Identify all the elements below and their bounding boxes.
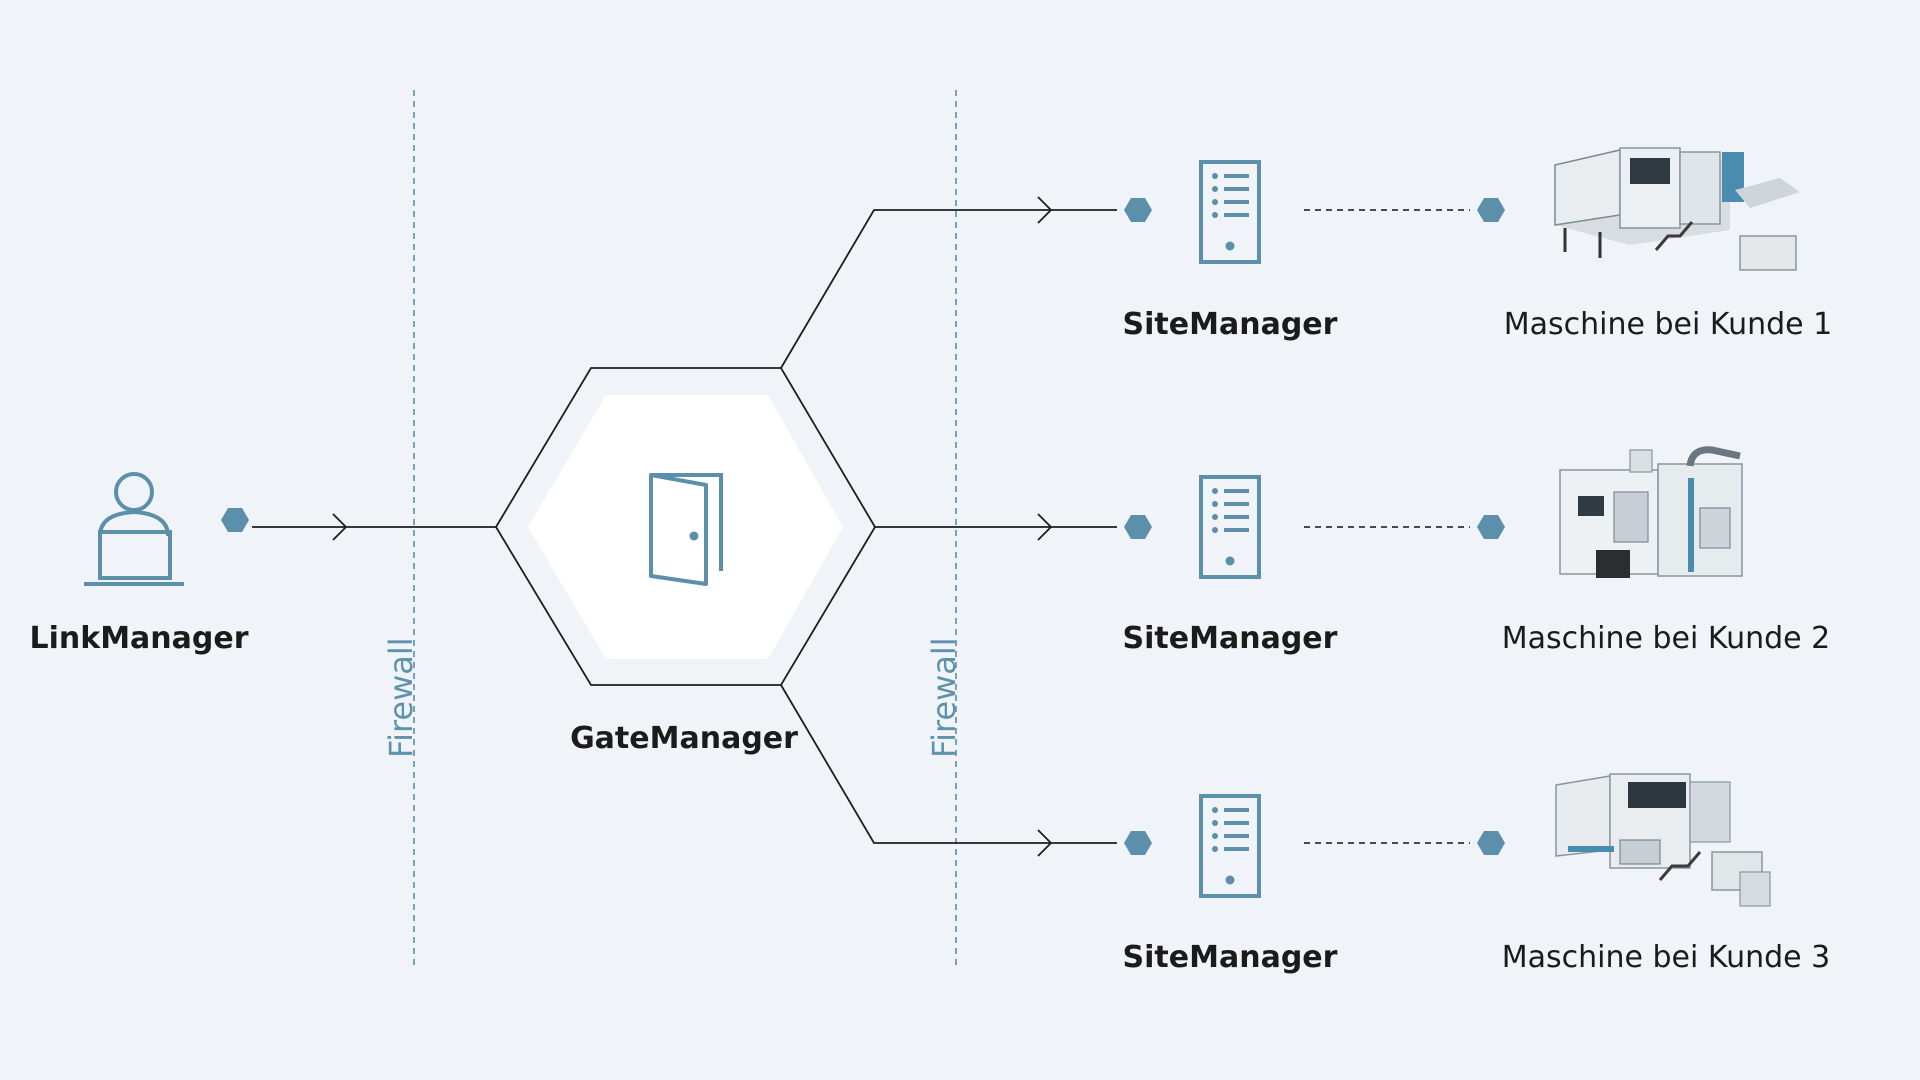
machine-image-3 [1555,773,1771,907]
site-manager-label: SiteManager [1123,307,1338,342]
link-manager-node [221,508,249,532]
machine-label: Maschine bei Kunde 3 [1502,940,1830,975]
site-node-in [1124,198,1152,222]
door-icon [649,473,723,586]
server-icon [1199,794,1261,898]
server-icon [1199,160,1261,264]
arrow-site-3 [1037,829,1053,857]
site-row-3: SiteManager Maschine bei Kunde 3 [1123,773,1830,975]
gate-manager-inner-hexagon [528,395,843,659]
link-manager-arrow [332,513,348,541]
machine-label: Maschine bei Kunde 1 [1504,307,1832,342]
gate-manager-label: GateManager [570,721,798,756]
machine-node [1477,198,1505,222]
site-node-in [1124,831,1152,855]
machine-label: Maschine bei Kunde 2 [1502,621,1830,656]
link-manager-label: LinkManager [29,621,248,656]
server-icon [1199,475,1261,579]
site-row-2: SiteManager Maschine bei Kunde 2 [1123,446,1830,656]
site-manager-label: SiteManager [1123,621,1338,656]
site-manager-label: SiteManager [1123,940,1338,975]
arrow-site-2 [1037,513,1053,541]
machine-image-1 [1554,147,1800,271]
machine-image-2 [1559,446,1743,578]
machine-node [1477,515,1505,539]
arrow-site-1 [1037,196,1053,224]
site-node-in [1124,515,1152,539]
site-row-1: SiteManager Maschine bei Kunde 1 [1123,147,1832,342]
machine-node [1477,831,1505,855]
firewall-label-left: Firewall [382,637,420,758]
connector-gate-to-site-1 [780,209,1117,369]
person-at-laptop-icon [84,472,184,586]
firewall-label-right: Firewall [925,637,963,758]
connector-gate-to-site-3 [780,684,1117,844]
